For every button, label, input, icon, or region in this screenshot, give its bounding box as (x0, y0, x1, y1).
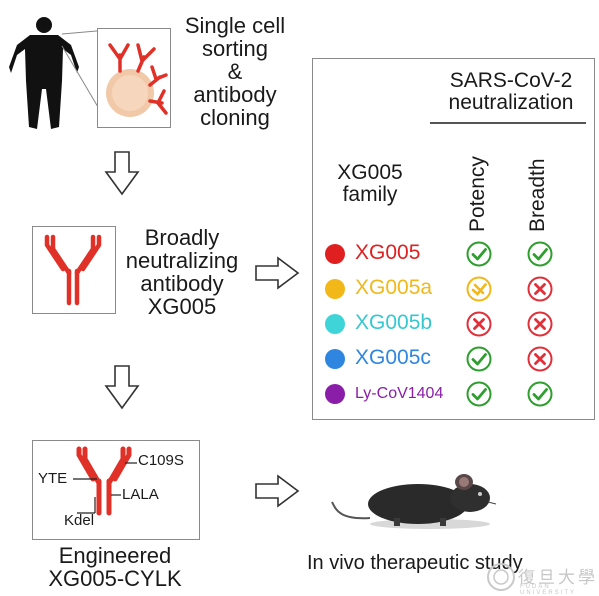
mouse-icon (331, 474, 497, 529)
family-label-line: XG005 (337, 161, 403, 184)
engineered-antibody-box (32, 440, 200, 540)
human-silhouette-icon (9, 17, 79, 129)
step3-line: XG005-CYLK (48, 566, 182, 592)
lala-label: LALA (122, 486, 159, 503)
row-color-dot (325, 314, 345, 334)
step1-line: sorting (201, 36, 269, 62)
step2-line: Broadly (144, 225, 220, 250)
step2-line: antibody (140, 271, 224, 297)
b-cell-with-antibodies-icon (106, 43, 168, 117)
step1-caption: Single cell sorting & antibody cloning (170, 13, 300, 131)
university-seal-icon (487, 563, 515, 591)
family-label-line: family (342, 183, 398, 207)
right-arrow-icon (255, 474, 300, 508)
neutralization-panel (312, 58, 595, 420)
cross-icon (527, 311, 553, 337)
row-color-dot (325, 244, 345, 264)
step1-line: Single cell (184, 13, 286, 38)
antibody-icon (44, 234, 102, 306)
down-arrow-icon (104, 365, 140, 410)
check-icon (466, 241, 492, 267)
panel-header-line: neutralization (448, 91, 574, 115)
step1-line: cloning (200, 105, 270, 131)
cross-icon (527, 346, 553, 372)
cell-box (97, 28, 171, 128)
step2-line: neutralizing (125, 248, 239, 274)
row-name: XG005c (355, 346, 431, 369)
row-name: XG005b (355, 311, 433, 334)
header-divider (430, 122, 586, 124)
antibody-box (32, 226, 116, 314)
row-color-dot (325, 349, 345, 369)
column-header-breadth: Breadth (526, 158, 549, 232)
row-name: XG005a (355, 276, 433, 299)
cross-icon (466, 311, 492, 337)
kdel-label: Kdel (64, 512, 95, 529)
step1-line: antibody (193, 82, 277, 108)
step2-caption: Broadly neutralizing antibody XG005 (122, 226, 242, 318)
row-name: Ly-CoV1404 (355, 385, 444, 402)
step3-line: Engineered (58, 543, 172, 568)
c109s-label: C109S (138, 452, 184, 469)
step3-caption: Engineered XG005-CYLK (20, 544, 210, 590)
check-icon (527, 381, 553, 407)
watermark-en: FUDAN UNIVERSITY (520, 584, 577, 596)
yte-label: YTE (38, 470, 68, 487)
engineered-antibody-icon (73, 446, 137, 516)
step1-line: & (227, 59, 243, 85)
partial-icon (466, 276, 492, 302)
panel-header-line: SARS-CoV-2 (449, 69, 573, 92)
cross-icon (527, 276, 553, 302)
step4-caption: In vivo therapeutic study (307, 552, 523, 574)
panel-header: SARS-CoV-2 neutralization (428, 69, 594, 115)
row-name: XG005 (355, 241, 421, 264)
check-icon (527, 241, 553, 267)
check-icon (466, 381, 492, 407)
check-icon (466, 346, 492, 372)
right-arrow-icon (255, 256, 300, 290)
row-color-dot (325, 279, 345, 299)
family-label: XG005 family (318, 161, 422, 207)
column-header-potency: Potency (466, 156, 489, 232)
row-color-dot (325, 384, 345, 404)
watermark-cn: 復旦大學 (518, 568, 598, 588)
down-arrow-icon (104, 151, 140, 196)
step2-line: XG005 (147, 294, 217, 320)
